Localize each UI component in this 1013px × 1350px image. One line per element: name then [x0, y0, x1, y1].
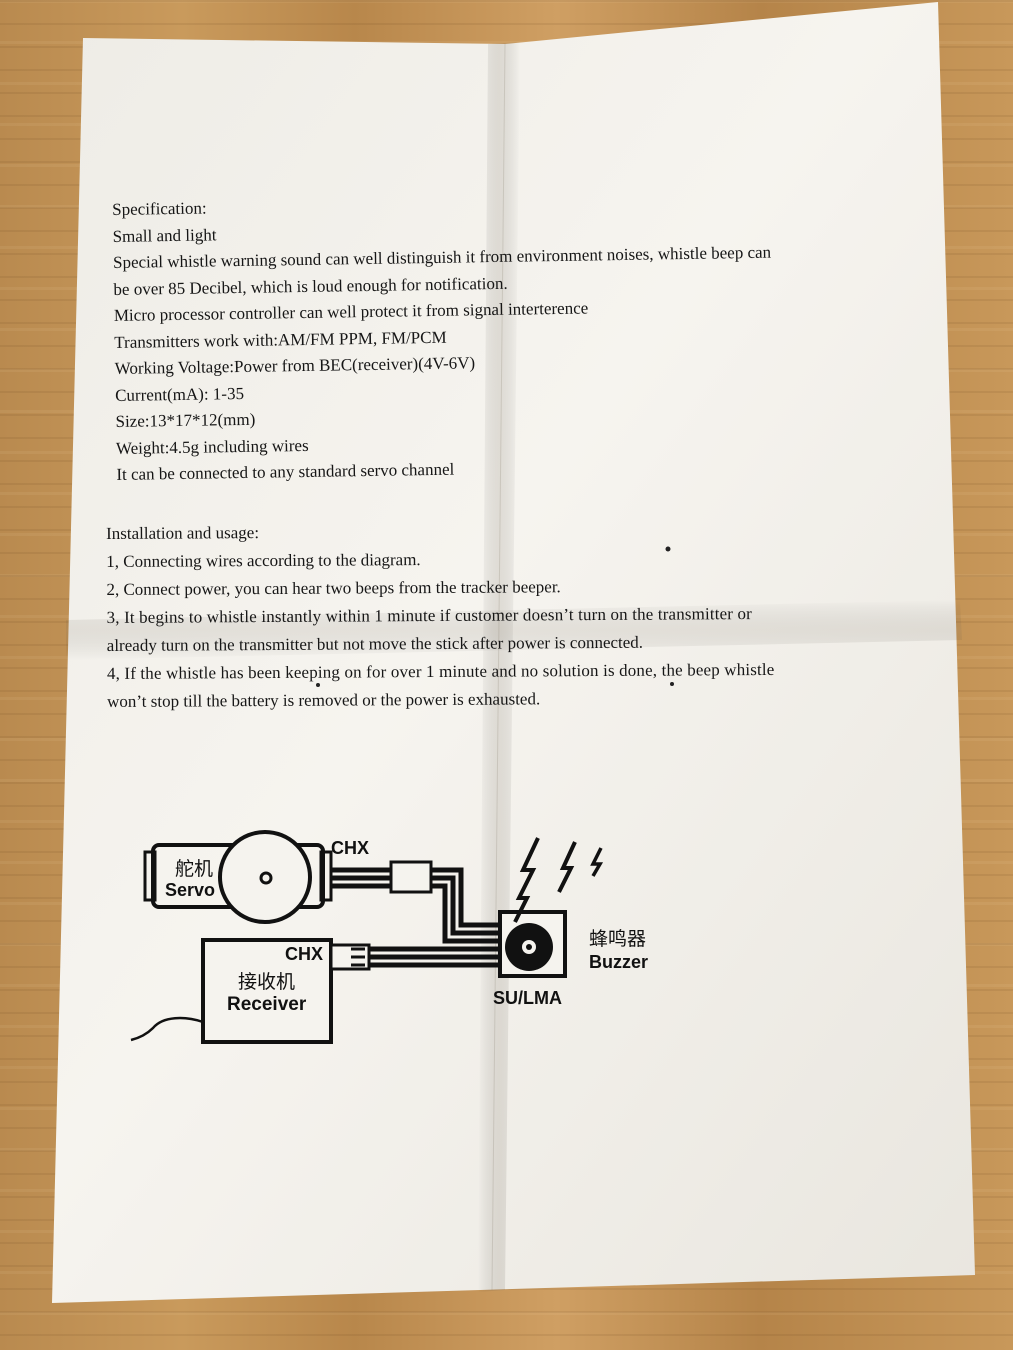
receiver-antenna [130, 1016, 204, 1042]
installation-section: Installation and usage: 1, Connecting wi… [106, 517, 775, 717]
servo-mount-right [319, 850, 333, 902]
receiver-label-en: Receiver [227, 994, 307, 1015]
sound-bolt-3 [590, 847, 604, 877]
install-step-4: 4, If the whistle has been keeping on fo… [106, 659, 775, 683]
servo-shaft [259, 871, 273, 885]
receiver-lead [369, 946, 500, 968]
wiring-diagram: 舵机 Servo CHX CHX 接收机 Receiver SU/LMA 蜂鸣器… [125, 830, 665, 1060]
buzzer-label-en: Buzzer [589, 952, 649, 972]
servo-label-en: Servo [165, 880, 216, 900]
buzzer-label-cn: 蜂鸣器 [589, 928, 647, 950]
servo-connector [389, 860, 433, 894]
receiver-chx-label: CHX [285, 944, 324, 964]
receiver-label-cn: 接收机 [238, 971, 296, 993]
servo-label-cn: 舵机 [175, 858, 214, 880]
servo-lead-to-module [431, 867, 500, 944]
sound-bolt-1 [513, 837, 540, 923]
receiver-box [201, 938, 333, 1044]
installation-heading: Installation and usage: [106, 523, 260, 543]
servo-chx-label: CHX [331, 838, 370, 858]
buzzer-dot [526, 944, 532, 950]
receiver-connector-pins [351, 947, 365, 967]
servo-mount-left [143, 850, 157, 902]
install-step-1: 1, Connecting wires according to the dia… [106, 550, 421, 571]
wiring-diagram-drawing [130, 830, 604, 1044]
install-step-2: 2, Connect power, you can hear two beeps… [106, 577, 561, 599]
install-step-3: 3, It begins to whistle instantly within… [106, 604, 752, 627]
module-label: SU/LMA [493, 988, 562, 1008]
install-step-3-cont: already turn on the transmitter but not … [106, 632, 644, 655]
servo-cable [331, 867, 393, 889]
servo-horn-disc [218, 830, 312, 924]
sound-bolt-2 [557, 841, 577, 893]
install-step-4-cont: won’t stop till the battery is removed o… [107, 689, 541, 711]
specification-section: Specification: Small and light Special w… [112, 187, 775, 489]
